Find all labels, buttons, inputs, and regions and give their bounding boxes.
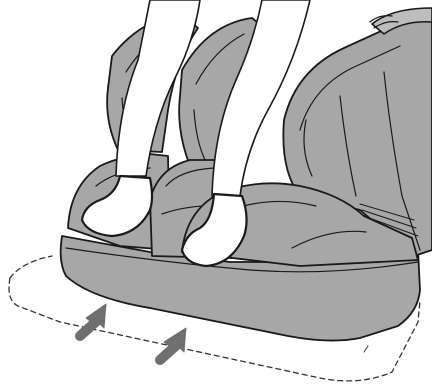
up-arrow-icon <box>158 328 186 364</box>
base-tick-mark <box>364 346 368 352</box>
up-arrow-icon <box>78 304 106 340</box>
